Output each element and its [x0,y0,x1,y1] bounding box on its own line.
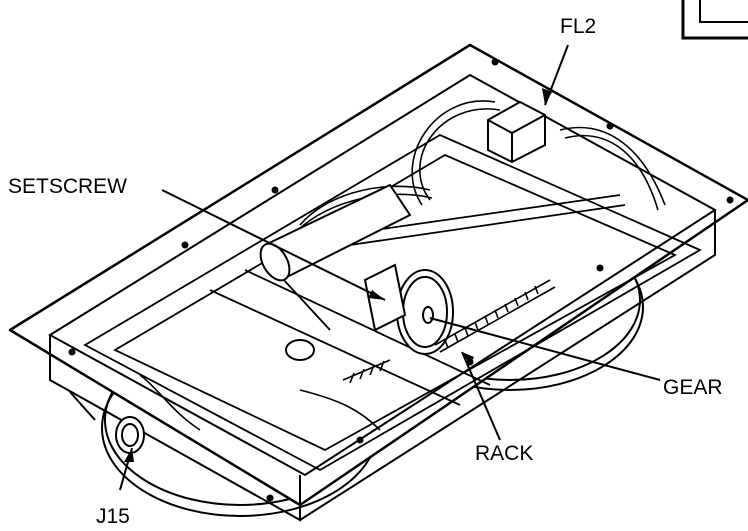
filter-fl2 [487,100,546,164]
setscrew-leader [161,189,386,301]
flange-holes [68,58,734,502]
label-rack: RACK [475,442,533,465]
motor [259,183,412,282]
box-walls [49,210,716,522]
label-fl2: FL2 [560,15,596,38]
gear [396,269,454,355]
corner-frame [681,0,748,40]
gear-mount [363,263,407,332]
label-setscrew: SETSCREW [8,175,127,198]
rack-leader [461,351,501,441]
connector-j15 [115,416,145,454]
leader-arrowheads [124,88,552,462]
center-hole [285,339,315,361]
rack [342,279,556,384]
gear-leader [429,317,661,381]
label-gear: GEAR [663,376,723,399]
leader-lines [119,44,661,491]
label-j15: J15 [96,505,130,528]
